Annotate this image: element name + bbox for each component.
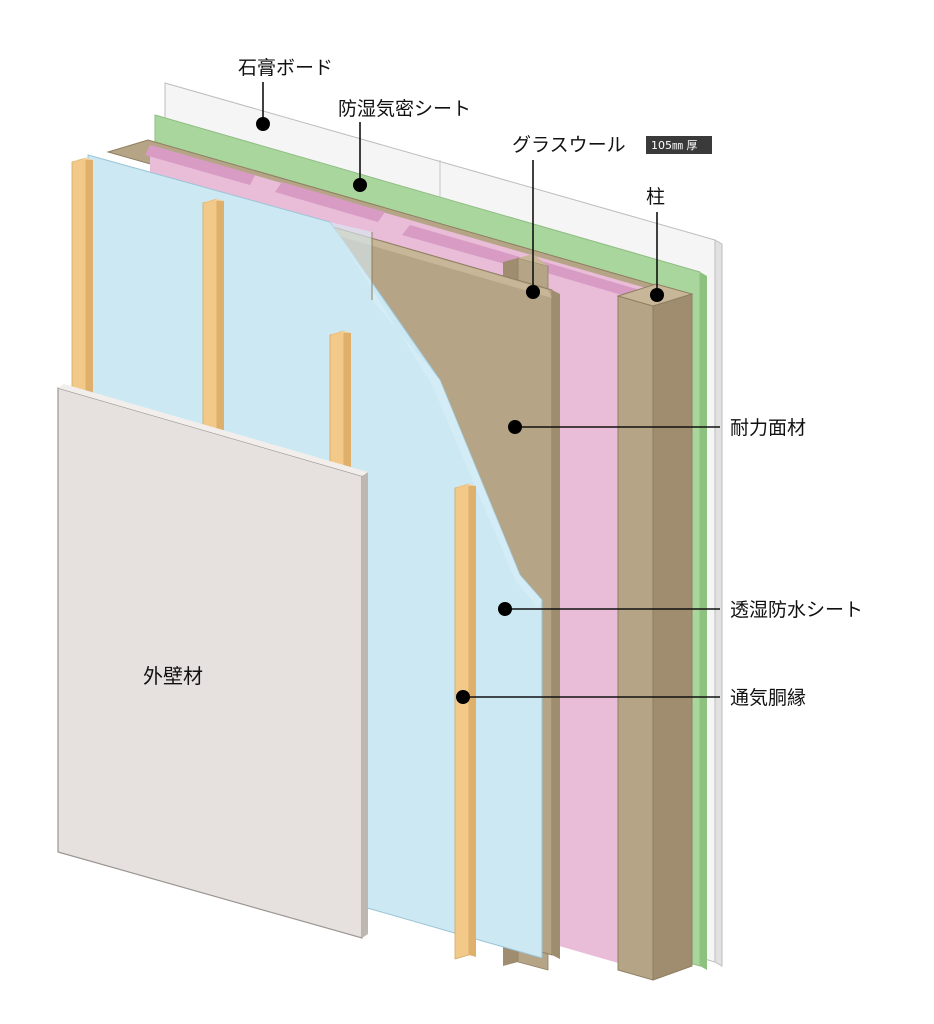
label-pillar: 柱 [646,186,665,208]
dot-gypsum [256,117,270,131]
dot-furring [456,690,470,704]
furring-strips [71,157,476,960]
label-vapor-barrier: 防湿気密シート [338,98,471,120]
label-furring-strip: 通気胴縁 [730,687,806,709]
label-breathable-sheet: 透湿防水シート [730,599,863,621]
dot-breathable [498,602,512,616]
label-glass-wool: グラスウール [512,134,626,156]
label-exterior-wall: 外壁材 [143,664,203,688]
furring-strip-4 [454,483,476,960]
exterior-wall-panel [57,384,368,939]
dot-pillar [650,288,664,302]
label-gypsum-board: 石膏ボード [238,56,333,79]
dot-vapor [353,178,367,192]
label-structural-panel: 耐力面材 [730,417,806,439]
glass-wool-thickness-badge: 105㎜ 厚 [646,136,712,154]
furring-strip-1 [71,157,93,403]
dot-structural [508,420,522,434]
badge-text: 105㎜ 厚 [651,139,698,152]
labels: 石膏ボード 防湿気密シート グラスウール 105㎜ 厚 柱 耐力面材 透湿防水シ… [143,56,863,709]
pillar [616,283,694,981]
furring-strip-3 [329,330,351,471]
furring-strip-2 [202,198,224,437]
dot-glasswool [526,285,540,299]
leaders [256,82,720,704]
